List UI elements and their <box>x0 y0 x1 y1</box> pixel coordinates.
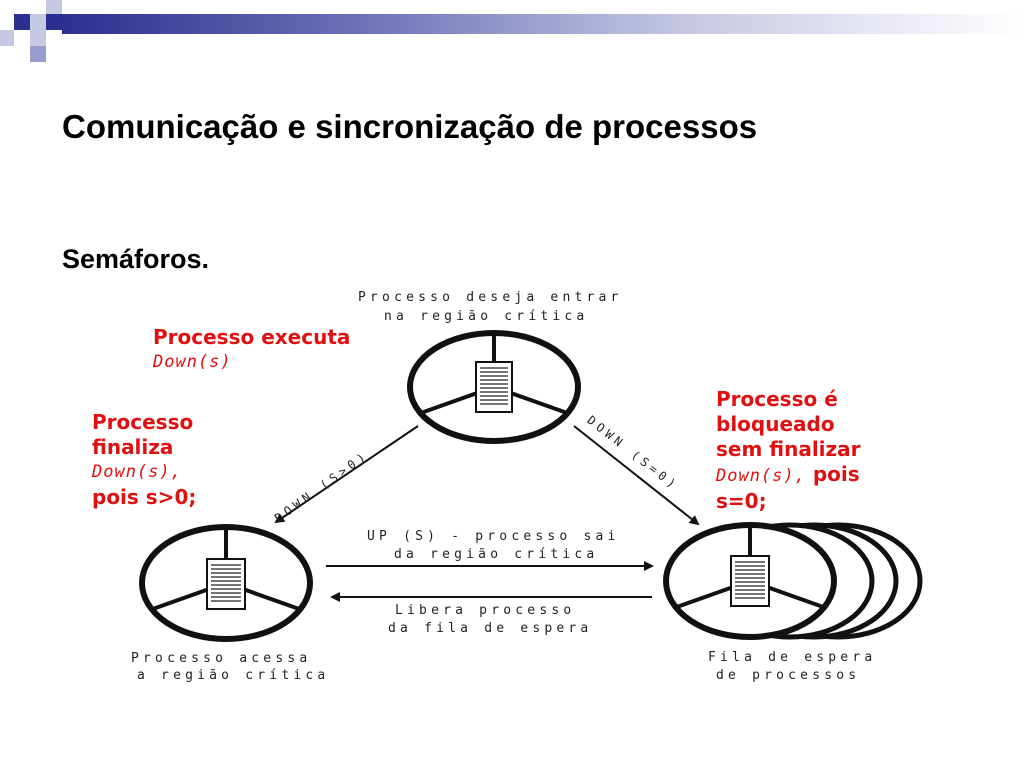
banner-decoration <box>0 0 1024 62</box>
annotation-bloqueado-down: Down(s), <box>716 466 806 486</box>
annotation-executa-line-2: Down(s) <box>153 352 232 372</box>
annotation-executa-line-1: Processo executa <box>153 325 351 349</box>
banner-square <box>30 30 46 46</box>
banner-square <box>30 46 46 62</box>
banner-gradient-bar <box>62 14 1024 34</box>
right-label-line-1: Fila de espera <box>708 650 877 665</box>
annotation-bloqueado-pois: pois <box>805 462 860 486</box>
right-queue-wheels <box>663 522 923 640</box>
banner-square <box>0 30 14 46</box>
right-label-line-2: de processos <box>716 668 861 683</box>
annotation-bloqueado-line-5: s=0; <box>716 489 767 513</box>
annotation-finaliza-line-1: Processo <box>92 410 194 434</box>
annotation-finaliza-line-3: Down(s), <box>92 462 182 482</box>
banner-square <box>46 14 62 30</box>
top-label-line-1: Processo deseja entrar <box>358 290 623 305</box>
top-label-line-2: na região crítica <box>384 309 589 324</box>
left-label-line-1: Processo acessa <box>131 651 312 666</box>
annotation-bloqueado-line-4: Down(s), pois <box>716 462 861 489</box>
libera-arrow-label-2: da fila de espera <box>388 621 593 636</box>
up-arrow-label-2: da região crítica <box>394 547 599 562</box>
banner-square <box>46 0 62 14</box>
left-label-line-2: a região crítica <box>137 668 330 683</box>
down-right-arrow <box>573 425 700 526</box>
annotation-finaliza: Processo finaliza Down(s), pois s>0; <box>92 410 196 510</box>
banner-square <box>14 30 30 46</box>
top-process-wheel <box>407 330 581 444</box>
libera-arrow-label-1: Libera processo <box>395 603 576 618</box>
left-process-wheel <box>139 524 313 642</box>
banner-square <box>30 14 46 30</box>
annotation-executa: Processo executa Down(s) <box>153 325 350 375</box>
annotation-bloqueado: Processo é bloqueado sem finalizar Down(… <box>716 387 861 514</box>
banner-square <box>14 14 30 30</box>
annotation-bloqueado-line-2: bloqueado <box>716 412 835 436</box>
annotation-finaliza-line-4: pois s>0; <box>92 485 197 509</box>
annotation-bloqueado-line-1: Processo é <box>716 387 838 411</box>
up-arrow-label-1: UP (S) - processo sai <box>367 529 620 544</box>
annotation-finaliza-line-2: finaliza <box>92 435 174 459</box>
slide-subtitle: Semáforos. <box>62 244 210 274</box>
slide-title: Comunicação e sincronização de processos <box>62 108 758 145</box>
down-left-arrow <box>274 425 419 524</box>
annotation-bloqueado-line-3: sem finalizar <box>716 437 861 461</box>
